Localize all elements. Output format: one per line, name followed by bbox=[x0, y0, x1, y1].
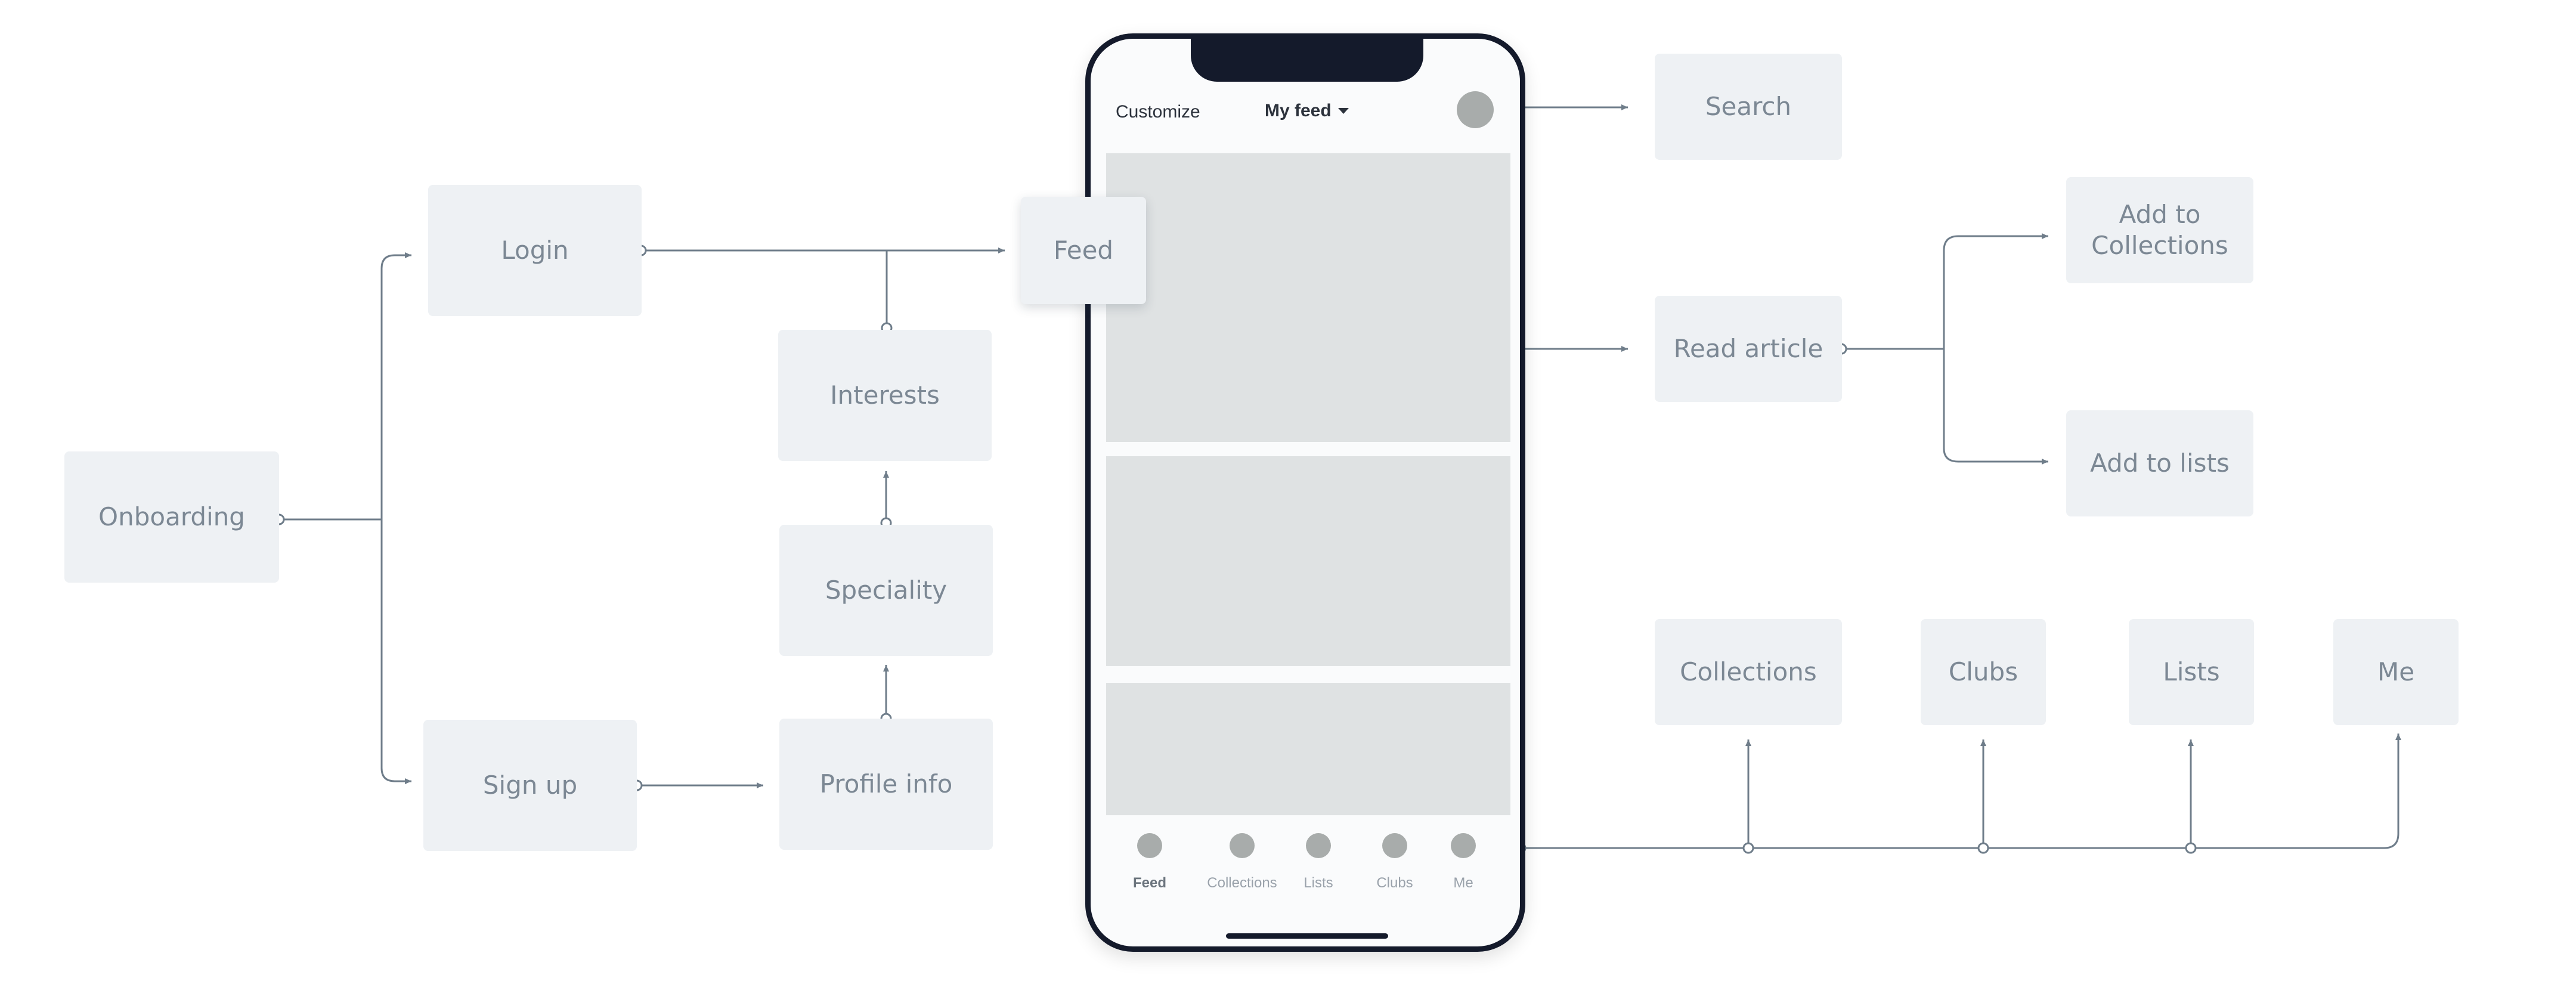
tab-feed-label[interactable]: Feed bbox=[1132, 875, 1166, 891]
add-to-lists-node[interactable]: Add to lists bbox=[2066, 410, 2253, 516]
feed-selector[interactable]: My feed bbox=[1265, 101, 1349, 121]
profile-info-node[interactable]: Profile info bbox=[779, 719, 993, 850]
feed-card[interactable] bbox=[1106, 456, 1510, 666]
to-add-collections-arrow bbox=[1943, 233, 2048, 349]
tab-me-label[interactable]: Me bbox=[1453, 875, 1473, 891]
feed-article-card[interactable] bbox=[1106, 153, 1510, 442]
search-node[interactable]: Search bbox=[1655, 54, 1842, 160]
me-node[interactable]: Me bbox=[2333, 619, 2459, 725]
add-to-collections-node[interactable]: Add to Collections bbox=[2066, 177, 2253, 283]
phone-notch bbox=[1191, 39, 1423, 82]
read-article-node[interactable]: Read article bbox=[1655, 296, 1842, 402]
clubs-tab-icon[interactable] bbox=[1382, 833, 1407, 858]
chevron-down-icon bbox=[1337, 108, 1349, 114]
home-indicator bbox=[1226, 933, 1388, 939]
phone-mockup: Customize My feed Feed Collections Lists… bbox=[1085, 33, 1525, 952]
tab-lists-label[interactable]: Lists bbox=[1304, 875, 1333, 891]
lists-tab-icon[interactable] bbox=[1306, 833, 1331, 858]
me-tab-icon[interactable] bbox=[1451, 833, 1476, 858]
feed-selector-label: My feed bbox=[1265, 101, 1332, 120]
tab-clubs-label[interactable]: Clubs bbox=[1376, 875, 1413, 891]
onboarding-to-login-arrow bbox=[380, 252, 411, 519]
login-node[interactable]: Login bbox=[428, 185, 642, 316]
collections-tab-icon[interactable] bbox=[1230, 833, 1255, 858]
collections-node[interactable]: Collections bbox=[1655, 619, 1842, 725]
signup-node[interactable]: Sign up bbox=[423, 720, 637, 851]
feed-node[interactable]: Feed bbox=[1021, 197, 1146, 304]
to-add-lists-arrow bbox=[1943, 349, 2048, 465]
avatar[interactable] bbox=[1457, 91, 1494, 128]
lists-node[interactable]: Lists bbox=[2129, 619, 2254, 725]
tab-collections-label[interactable]: Collections bbox=[1207, 875, 1277, 891]
onboarding-node[interactable]: Onboarding bbox=[64, 451, 279, 583]
onboarding-to-signup-arrow bbox=[380, 519, 411, 784]
tabbar-bus-line bbox=[1521, 734, 2401, 849]
clubs-node[interactable]: Clubs bbox=[1921, 619, 2046, 725]
customize-button[interactable]: Customize bbox=[1116, 102, 1200, 122]
interests-node[interactable]: Interests bbox=[778, 330, 992, 461]
feed-card[interactable] bbox=[1106, 683, 1510, 815]
speciality-node[interactable]: Speciality bbox=[779, 525, 993, 656]
feed-tab-icon[interactable] bbox=[1137, 833, 1162, 858]
